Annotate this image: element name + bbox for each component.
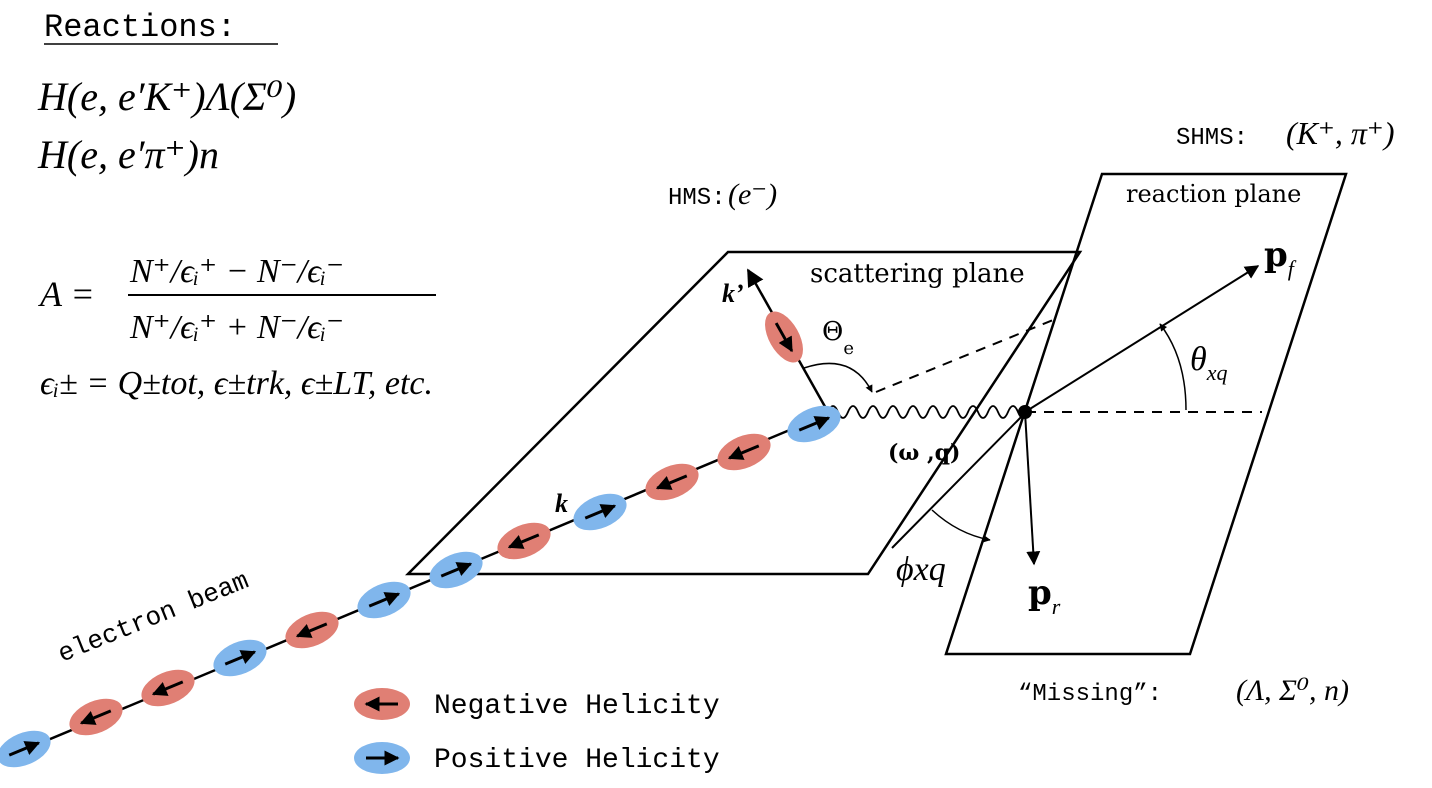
positive-helicity-bunch — [787, 405, 841, 443]
theta-e-label: Θe — [822, 317, 854, 359]
theta-xq-arc — [1159, 323, 1187, 411]
hms-label: HMS: — [668, 185, 726, 212]
asymmetry-lhs: A = — [38, 274, 95, 314]
scattered-negative-helicity-bunch — [765, 311, 803, 363]
bunch-spin-arrow — [584, 504, 617, 520]
legend-positive-label: Positive Helicity — [434, 745, 720, 776]
bunch-spin-arrow — [295, 622, 328, 638]
negative-helicity-bunch — [69, 698, 123, 736]
bunch-spin-arrow — [727, 444, 760, 460]
virtual-photon-wave — [827, 405, 1027, 419]
legend: Negative Helicity Positive Helicity — [354, 688, 720, 776]
theta-xq-label: θxq — [1190, 341, 1227, 385]
asymmetry-numerator: N⁺/ϵᵢ⁺ − N⁻/ϵᵢ⁻ — [129, 253, 344, 290]
reaction-kaon: H(e, e′K⁺)Λ(Σ⁰) — [37, 74, 296, 119]
positive-helicity-bunch — [0, 730, 51, 768]
scattering-plane-label: scattering plane — [810, 259, 1025, 289]
virtual-photon-label: (ω ,q) — [888, 440, 960, 466]
plane-intersection-line — [891, 411, 1027, 549]
asymmetry-denominator: N⁺/ϵᵢ⁺ + N⁻/ϵᵢ⁻ — [129, 309, 344, 346]
negative-helicity-bunch — [141, 669, 195, 707]
pf-momentum-arrow — [1024, 265, 1260, 413]
positive-helicity-bunch — [213, 639, 267, 677]
bunch-spin-arrow — [224, 650, 257, 666]
hms-value: (e⁻) — [728, 178, 777, 211]
positive-helicity-bunch — [357, 581, 411, 619]
reaction-pion: H(e, e′π⁺)n — [37, 132, 219, 177]
pr-label: pr — [1028, 573, 1061, 619]
phi-xq-arc — [931, 509, 991, 543]
negative-helicity-bunch — [285, 611, 339, 649]
bunch-spin-arrow — [774, 322, 794, 353]
shms-label: SHMS: — [1176, 125, 1248, 152]
reaction-plane — [944, 172, 1348, 656]
positive-helicity-bunch — [429, 551, 483, 589]
photon-extension-dashed — [875, 317, 1059, 393]
bunch-ellipse — [0, 730, 51, 768]
bunch-spin-arrow — [151, 680, 184, 696]
bunch-spin-arrow — [798, 416, 831, 432]
shms-value: (K⁺, π⁺) — [1286, 115, 1394, 151]
efficiency-line: ϵᵢ± = Q±tot, ϵ±trk, ϵ±LT, etc. — [40, 365, 433, 402]
negative-helicity-bunch — [717, 433, 771, 471]
bunch-spin-arrow — [79, 709, 112, 725]
bunch-spin-arrow — [368, 592, 401, 608]
negative-helicity-bunch — [497, 522, 551, 560]
legend-negative-label: Negative Helicity — [434, 691, 720, 722]
negative-helicity-bunch — [645, 463, 699, 501]
pf-label: pf — [1264, 235, 1297, 281]
missing-value: (Λ, Σ⁰, n) — [1236, 674, 1349, 707]
bunch-spin-arrow — [8, 741, 41, 757]
reactions-heading: Reactions: — [44, 9, 236, 46]
bunch-spin-arrow — [655, 474, 688, 490]
bunch-spin-arrow — [507, 533, 540, 549]
helicity-bunches — [0, 311, 841, 768]
missing-label: “Missing”: — [1018, 681, 1162, 708]
k-label: k — [555, 489, 568, 518]
reaction-plane-label: reaction plane — [1126, 180, 1301, 208]
theta-e-arc — [803, 362, 873, 393]
k-prime-label: k’ — [722, 279, 744, 308]
phi-xq-label: ϕxq — [896, 551, 946, 588]
positive-helicity-bunch — [573, 493, 627, 531]
pr-momentum-arrow — [1024, 411, 1041, 566]
bunch-spin-arrow — [440, 562, 473, 578]
scattering-plane — [404, 250, 1083, 576]
